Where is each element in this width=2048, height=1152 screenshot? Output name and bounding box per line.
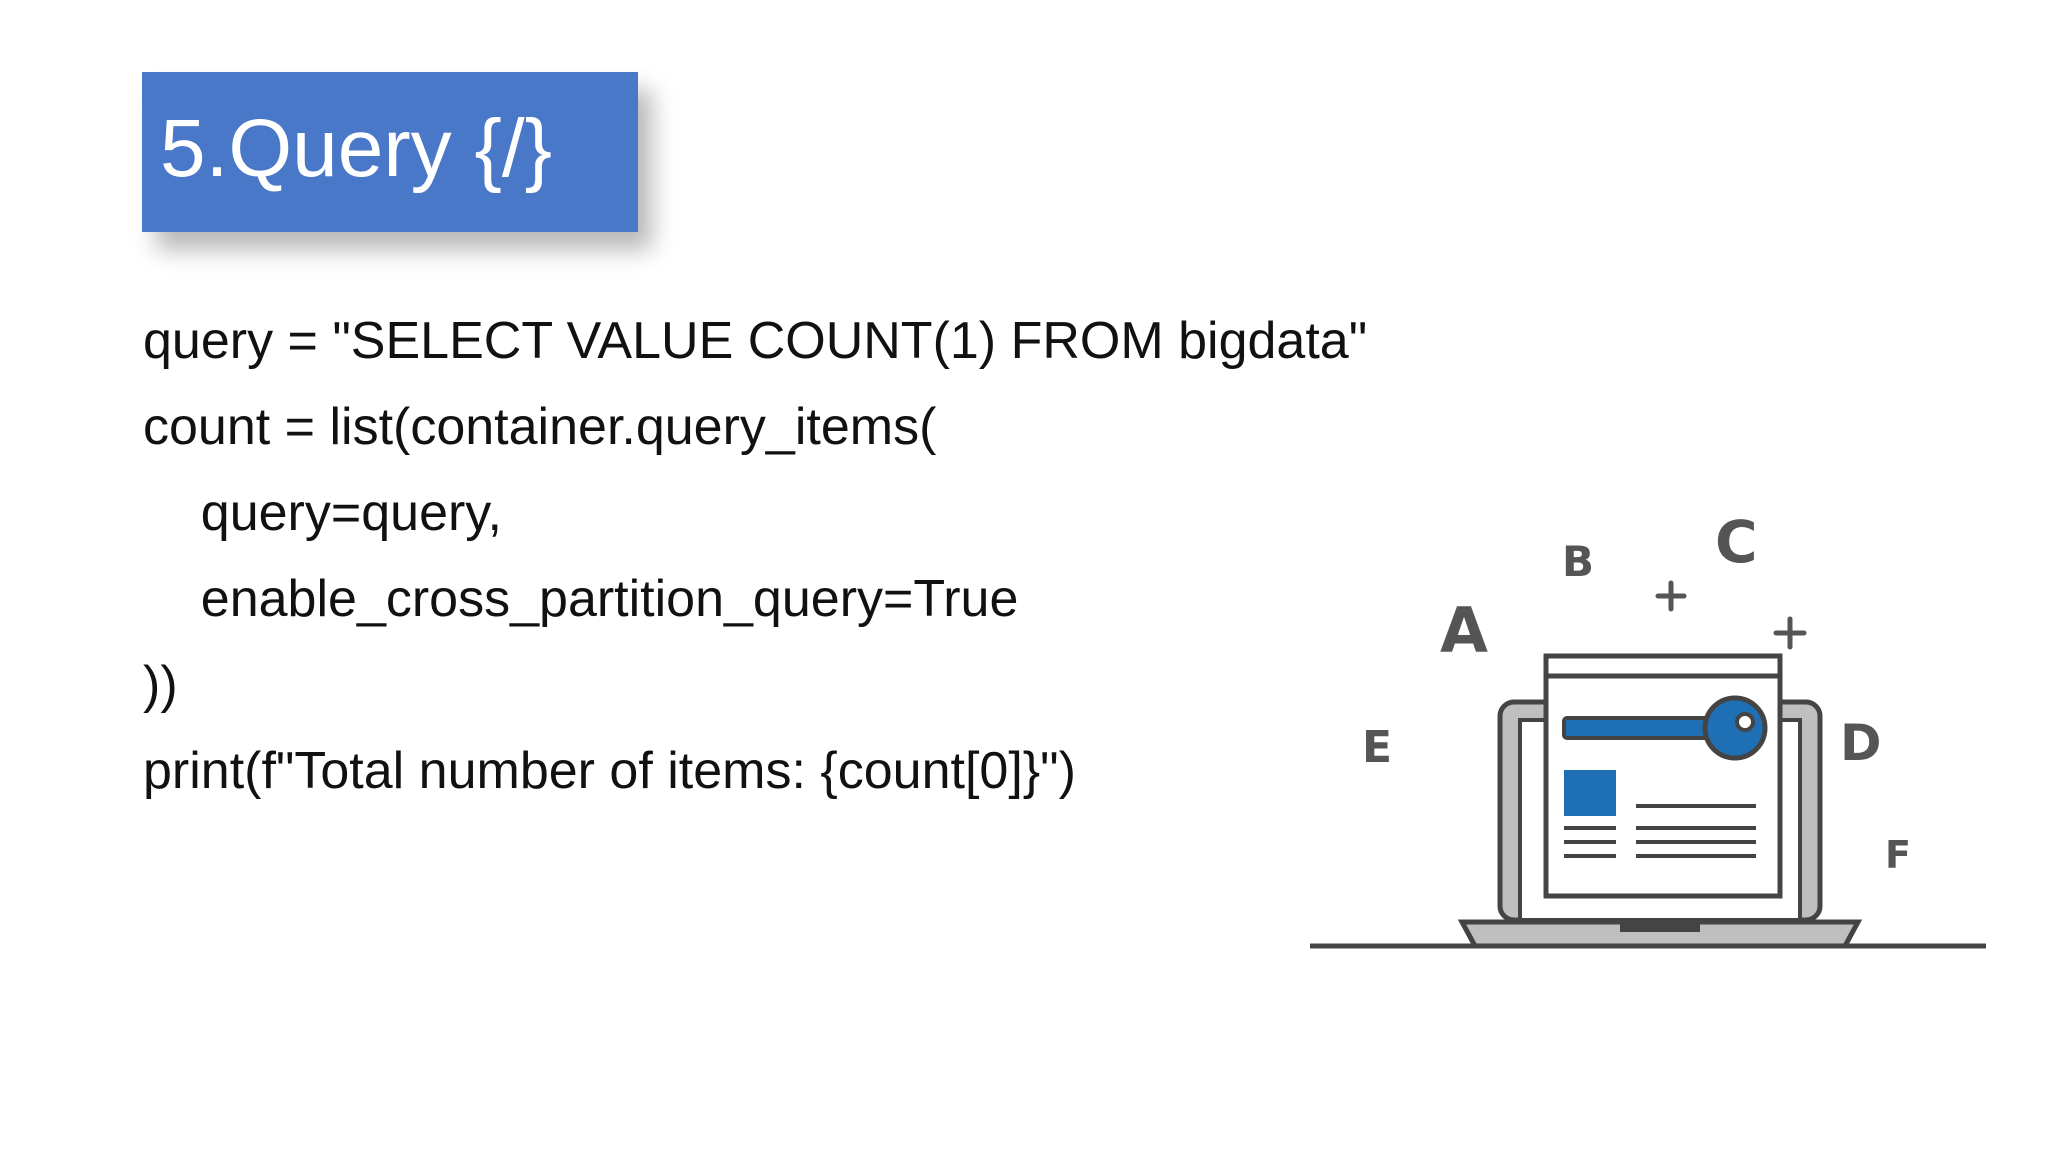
code-line-1: query = "SELECT VALUE COUNT(1) FROM bigd… (143, 312, 1368, 370)
letter-f: F (1885, 833, 1911, 877)
text-lines (1564, 804, 1756, 858)
plus-icon (1655, 580, 1687, 612)
code-line-6: print(f"Total number of items: {count[0]… (143, 742, 1076, 800)
laptop-hinge (1620, 924, 1700, 932)
slide-title-banner: 5.Query {/} (142, 72, 638, 232)
laptop-key-document-icon: A B C D E F (1310, 510, 1986, 949)
letter-b: B (1562, 537, 1594, 586)
plus-icon (1773, 616, 1807, 650)
code-line-3: query=query, (143, 484, 502, 542)
key-icon (1702, 695, 1768, 761)
laptop-base (1457, 919, 1863, 949)
letter-d: D (1840, 714, 1882, 772)
slide-title: 5.Query {/} (160, 103, 553, 194)
code-line-2: count = list(container.query_items( (143, 398, 937, 456)
key-shaft (1562, 716, 1716, 740)
key-hole (1735, 712, 1755, 732)
letter-e: E (1362, 722, 1392, 773)
letter-c: C (1715, 510, 1758, 576)
document-window-titlebar (1543, 653, 1783, 679)
image-placeholder (1564, 770, 1616, 816)
letter-a: A (1440, 594, 1488, 667)
code-line-4: enable_cross_partition_query=True (143, 570, 1019, 628)
code-line-5: )) (143, 656, 178, 714)
